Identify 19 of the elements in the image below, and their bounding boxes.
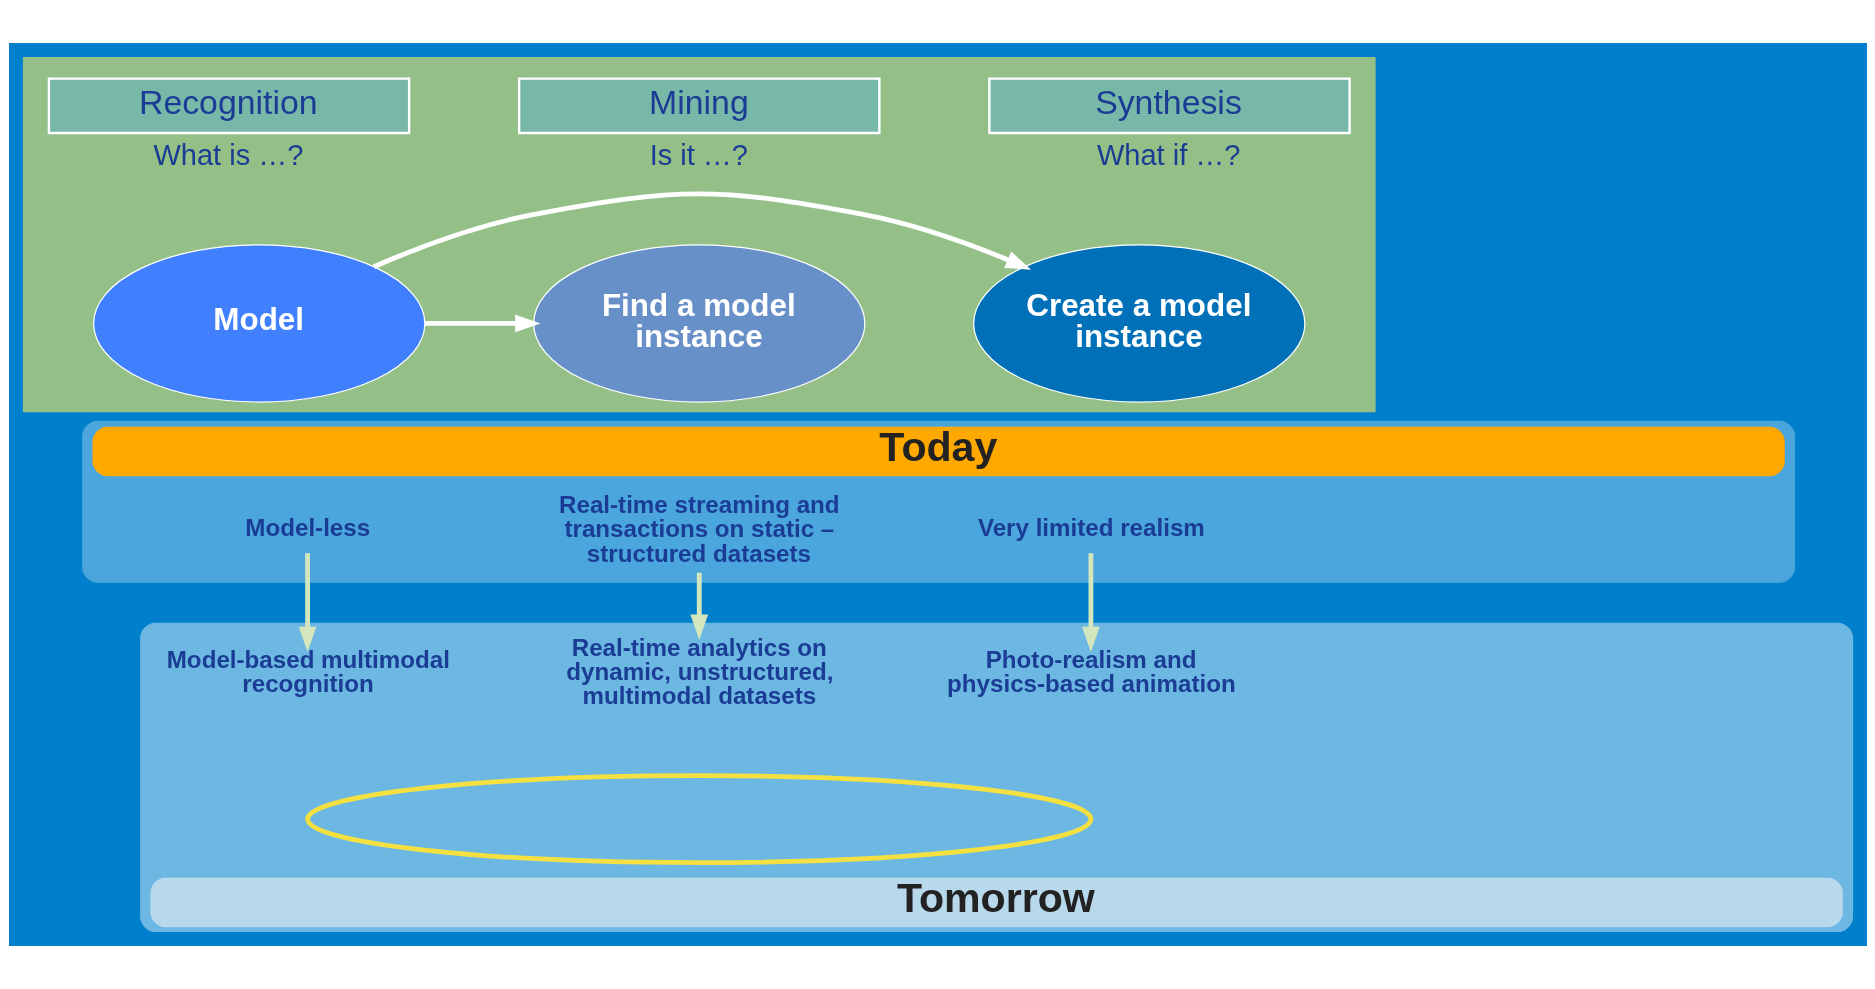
node-label: What is …?	[152, 138, 303, 171]
node-label: Is it …?	[649, 138, 748, 171]
arrow	[1081, 553, 1100, 653]
node-text: Model-less	[244, 514, 370, 542]
arrow	[689, 572, 708, 640]
node-ellipse: Model	[92, 244, 425, 403]
node-ellipse: Create a model instance	[972, 244, 1305, 403]
node-text: Very limited realism	[977, 514, 1205, 542]
node-text: Model-based multimodal recognition	[166, 645, 450, 698]
node-text: Photo-realism and physics-based animation	[946, 645, 1236, 698]
cluster	[22, 56, 1376, 413]
node-text: Real-time streaming and transactions on static – structured datasets	[558, 491, 840, 567]
arrow	[298, 553, 316, 653]
arrow	[372, 191, 1031, 270]
node-ellipse	[304, 773, 1093, 865]
node-text: Real-time analytics on dynamic, unstructured, multimodal datasets	[565, 633, 833, 710]
node-label: What if …?	[1096, 138, 1240, 171]
node-ellipse: Find a model instance	[532, 244, 865, 403]
arrow	[424, 314, 541, 333]
